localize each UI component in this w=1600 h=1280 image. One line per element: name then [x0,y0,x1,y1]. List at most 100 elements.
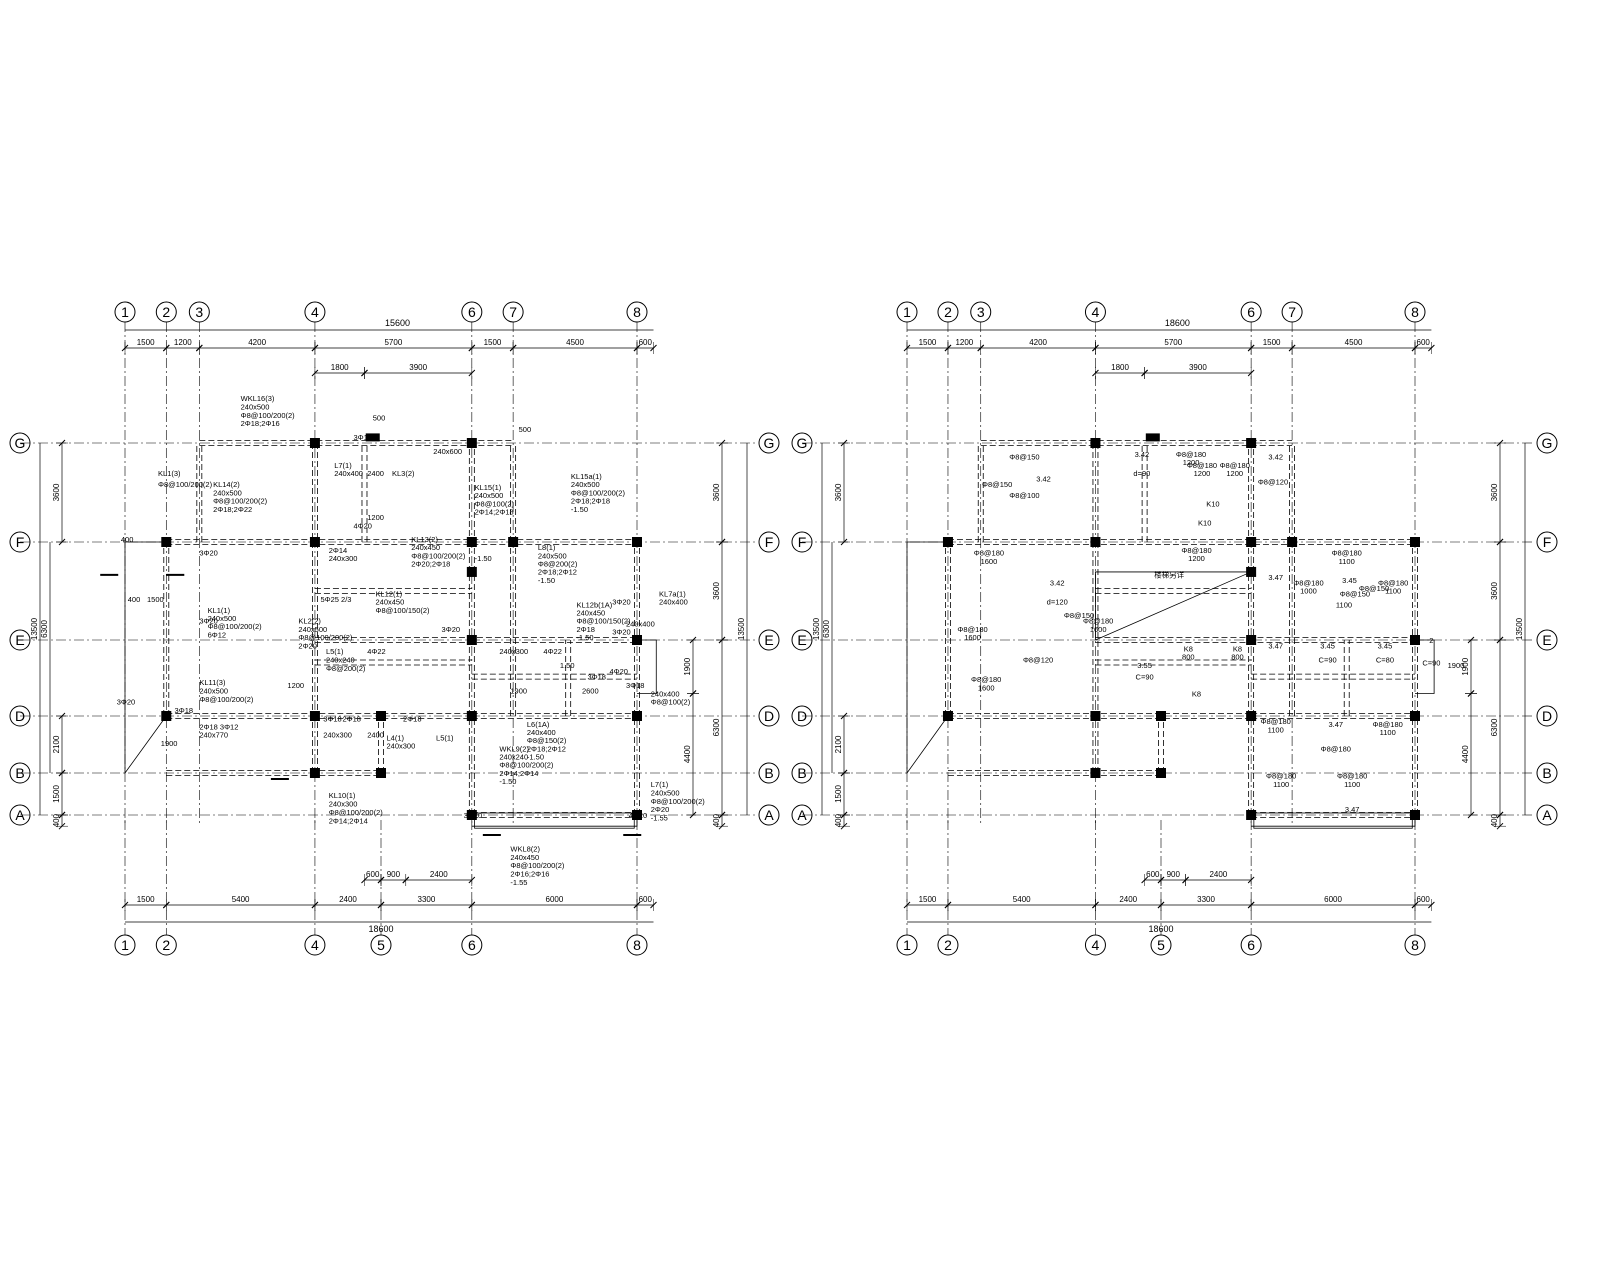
dim-value: 3600 [1490,483,1499,501]
dim-right-overall: 13500 [1515,617,1524,640]
dim-value: 3600 [712,582,721,600]
beam-annotation: 4Φ22 [543,647,562,656]
slab-annotation: Φ8@180 [1181,546,1211,555]
beam-annotation: 1200 [287,681,304,690]
column [1246,635,1257,645]
beam-annotation: Φ8@100/200(2) [213,497,268,506]
dim-value: 600 [366,870,380,879]
dim-value: 4200 [1029,338,1047,347]
axis-bubble [155,301,177,323]
beam-annotation: Φ8@100/200(2) [329,808,384,817]
slab-annotation: 3.42 [1135,450,1150,459]
axis-label: 1 [903,937,911,953]
slab-annotation: 3.45 [1320,641,1335,650]
slab-annotation: 1600 [978,684,995,693]
column [309,768,320,778]
beam-annotation: Φ8@100/200(2) [158,480,213,489]
column [466,711,477,721]
beam-annotation: 2Φ14;2Φ18 [475,508,514,517]
beam-annotation: 400 [121,535,134,544]
slab-annotation: 1100 [1344,780,1360,789]
dim-bottom-overall: 18600 [368,924,393,934]
beam-annotation: KL10(1) [329,791,356,800]
stair-diagonal [1095,571,1252,641]
beam-annotation: WKL8(2) [510,844,540,853]
axis-bubble [1536,432,1558,454]
dim-top-overall: 18600 [1165,318,1190,328]
dim-value: 4200 [248,338,266,347]
slab-annotation: Φ8@180 [974,549,1004,558]
column [632,810,642,820]
slab-annotation: 1100 [1380,728,1396,737]
beam-annotation: 240x300 [387,742,416,751]
axis-bubble [1536,705,1558,727]
beam-annotation: 240x450 [375,598,404,607]
beam-annotation: 240x240 [326,656,355,665]
slab-annotation: 1600 [981,557,998,566]
axis-label: A [764,807,774,823]
axis-bubble [937,301,959,323]
beam-annotation: 2Φ20 [298,641,317,650]
slab-annotation: Φ8@120 [1258,477,1288,486]
dim-value: 5400 [1013,895,1031,904]
slab-annotation: 3.45 [1342,576,1357,585]
axis-label: 6 [1247,304,1255,320]
column [466,438,477,448]
axis-label: F [1543,534,1552,550]
slab-annotation: Φ8@180 [1332,549,1362,558]
axis-bubble [304,301,326,323]
column [1410,635,1420,645]
slab-annotation: C=90 [1422,658,1440,667]
beam-annotation: 3Φ20 [612,598,631,607]
beam-annotation: 2400 [367,731,384,740]
dim-value: 6000 [546,895,564,904]
axis-bubble [970,301,992,323]
slab-annotation: Φ8@180 [1373,720,1403,729]
beam-annotation: 3Φ20 [199,549,218,558]
slab-annotation: K10 [1198,519,1211,528]
axis-bubble [758,531,780,553]
slab-annotation: 1100 [1385,587,1401,596]
beam-annotation: 3Φ20 [612,628,631,637]
column [508,537,519,547]
axis-bubble [461,934,483,956]
beam-annotation: 2Φ18 [342,714,361,723]
column [632,537,642,547]
slab-annotation: 1100 [1273,780,1289,789]
beam-annotation: Φ8@100/150(2) [375,606,430,615]
beam-annotation: L5(1) [326,647,344,656]
axis-label: 3 [195,304,203,320]
axis-bubble [758,432,780,454]
slab-annotation: Φ8@180 [1293,579,1323,588]
beam-annotation: -1.55 [651,814,668,823]
slab-annotation: Φ8@150 [1009,453,1039,462]
axis-label: 2 [944,937,952,953]
beam-annotation: KL13(2) [411,535,438,544]
beam-annotation: 2Φ18;2Φ22 [213,505,252,514]
axis-bubble [1281,301,1303,323]
axis-bubble [1536,804,1558,826]
dim-value: 600 [639,895,653,904]
axis-bubble [791,432,813,454]
axis-label: E [797,632,806,648]
beam-annotation: 240x500 [298,625,327,634]
slab-annotation: C=90 [1136,672,1154,681]
beam-annotation: 2Φ18 3Φ12 [199,723,238,732]
beam-annotation: 400 [128,595,141,604]
beam-annotation: Φ8@100/200(2) [571,488,626,497]
beam-annotation: Φ8@200(2) [538,560,578,569]
beam-annotation: 1200 [367,513,384,522]
axis-label: E [15,632,24,648]
column [1156,711,1166,721]
slab-annotation: Φ8@120 [1023,656,1053,665]
beam-annotation: 3Φ20 [199,617,218,626]
beam-annotation: -1.50 [571,505,588,514]
beam-annotation: 2400 [367,469,384,478]
dim-value: 6300 [712,718,721,736]
column [466,635,477,645]
dim-value: 4400 [1461,745,1470,763]
axis-bubble [9,705,31,727]
dim-value: 3600 [52,483,61,501]
